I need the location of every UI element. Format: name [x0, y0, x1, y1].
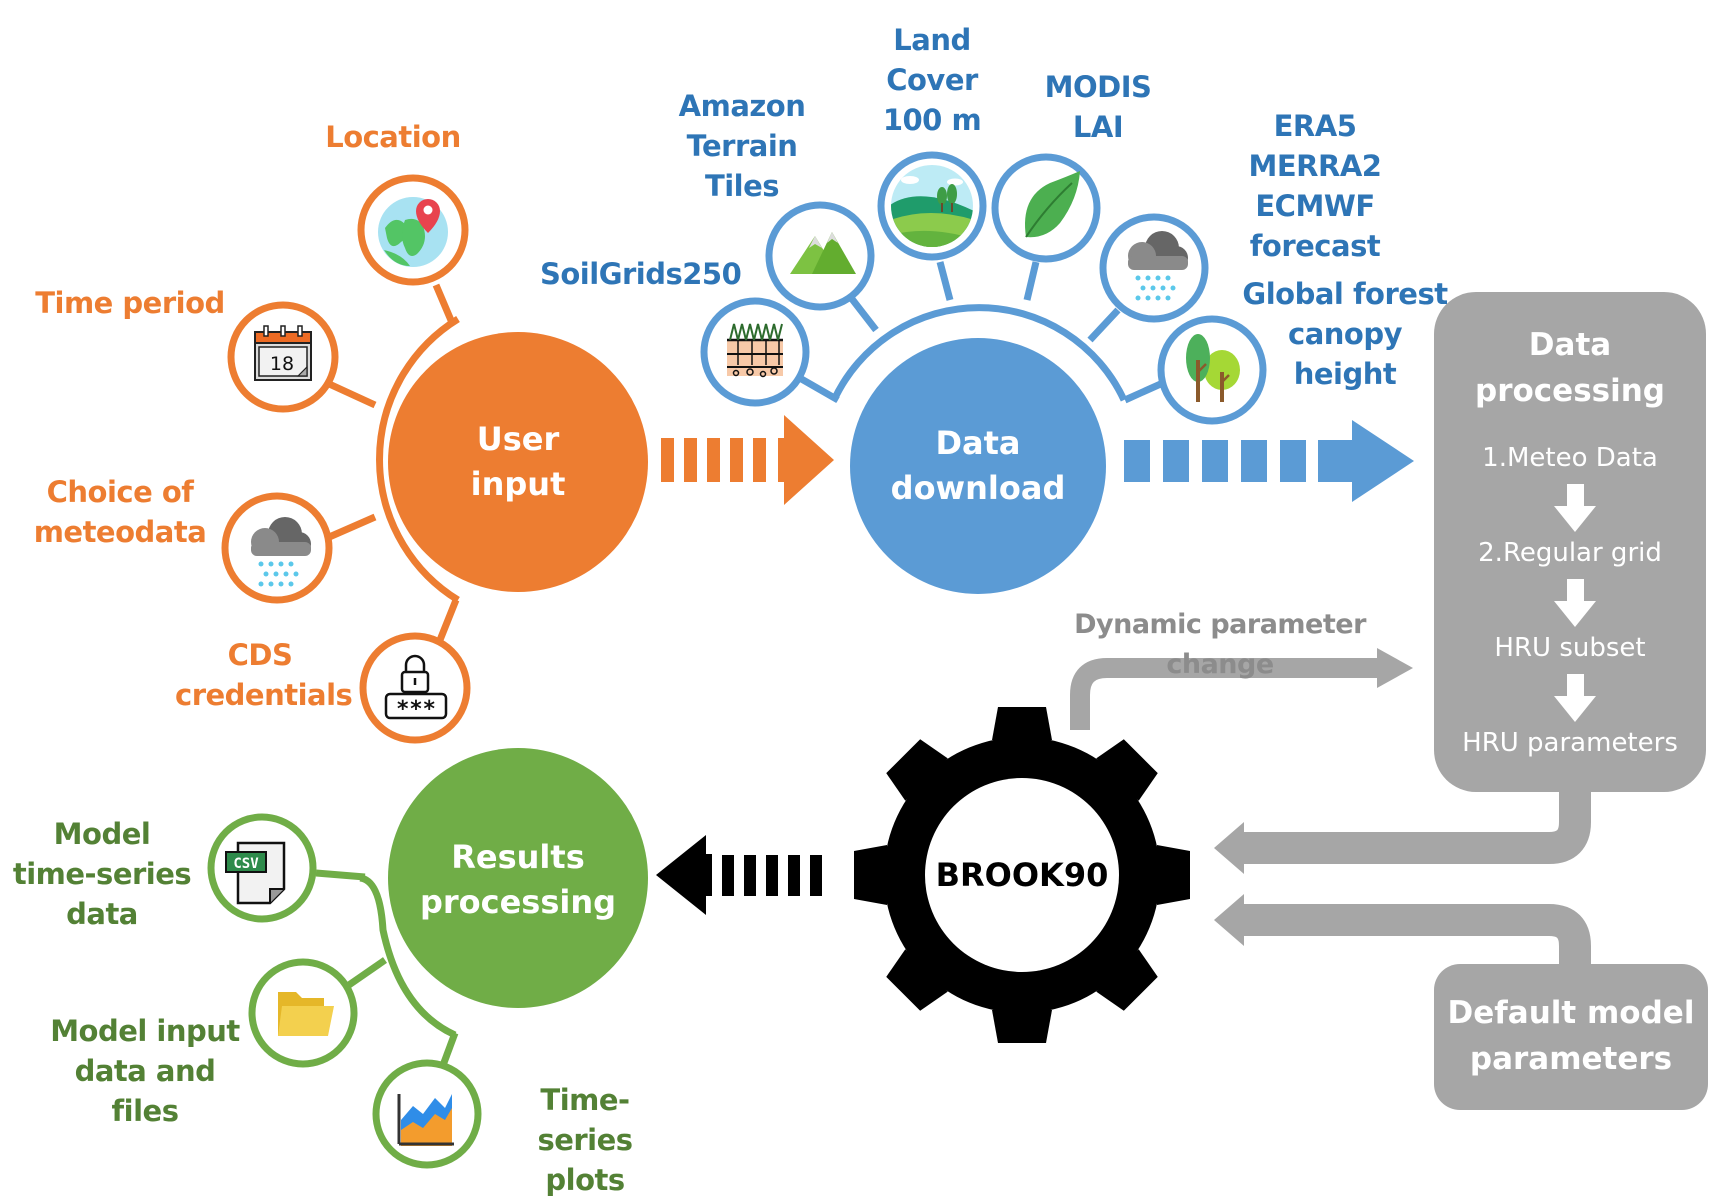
rain-cloud-icon: [1128, 231, 1188, 301]
connector-landcover: [936, 261, 954, 301]
calendar-icon: 18: [254, 325, 312, 381]
model-to-results-arrow: [656, 835, 822, 915]
connector-modis: [1023, 261, 1040, 301]
processing-step-3: HRU subset: [1494, 633, 1646, 663]
trees-icon: [1186, 334, 1240, 402]
rain-cloud-icon: [251, 517, 311, 587]
data-download-group: [700, 151, 1267, 594]
calendar-day-text: 18: [270, 353, 294, 375]
password-lock-icon: ***: [384, 654, 448, 722]
credentials-label: CDS credentials: [175, 638, 353, 712]
processing-step-4: HRU parameters: [1462, 728, 1678, 758]
dynamic-change-label: Dynamic parameter change: [1074, 609, 1366, 680]
dynamic-change-arrowhead: [1377, 648, 1413, 688]
soil-profile-icon: [727, 323, 783, 378]
connector-soilgrids: [796, 373, 840, 404]
password-mask-text: ***: [396, 697, 436, 722]
download-to-processing-arrow: [1124, 420, 1414, 502]
connector-terrain: [849, 296, 879, 333]
folder-label: Model input data and files: [50, 1014, 240, 1128]
default-params-label: Default model parameters: [1447, 995, 1695, 1077]
results-group: CSV: [207, 748, 648, 1169]
default-to-model-connector: [1240, 904, 1591, 966]
meteodata-label: Choice of meteodata: [33, 475, 207, 549]
processing-to-model-connector: [1240, 790, 1591, 864]
canopy-label: Global forest canopy height: [1242, 277, 1448, 391]
mountain-icon: [790, 232, 856, 274]
connector-location: [432, 283, 457, 327]
dynamic-change-connector: [1070, 658, 1380, 730]
data-download-hub: [850, 338, 1106, 594]
gear-icon: [854, 707, 1190, 1043]
modis-label: MODIS LAI: [1044, 70, 1152, 144]
default-to-model-arrowhead: [1214, 894, 1244, 946]
time-period-label: Time period: [35, 286, 225, 320]
location-label: Location: [325, 120, 461, 154]
results-hub: [388, 748, 648, 1008]
soilgrids-label: SoilGrids250: [540, 257, 742, 291]
landcover-label: Land Cover 100 m: [882, 23, 982, 137]
connector-plots: [438, 1031, 459, 1070]
data-processing-box: [1434, 292, 1706, 792]
results-hub-label: Results processing: [419, 838, 617, 921]
plots-label: Time-series plots: [537, 1083, 633, 1197]
connector-credentials: [436, 598, 460, 642]
processing-step-1: 1.Meteo Data: [1482, 443, 1658, 473]
results-arc: [359, 874, 457, 1039]
connector-era5: [1087, 307, 1121, 343]
data-processing-title: Data processing: [1475, 327, 1665, 409]
era5-label: ERA5 MERRA2 ECMWF forecast: [1248, 109, 1382, 263]
leaf-icon: [1025, 171, 1080, 238]
processing-step-2: 2.Regular grid: [1478, 538, 1662, 568]
connector-csv: [315, 869, 366, 881]
processing-to-model-arrowhead: [1214, 822, 1244, 874]
user-input-arc: [376, 316, 460, 603]
model-label: BROOK90: [936, 856, 1109, 894]
data-download-hub-label: Data download: [890, 424, 1066, 507]
user-input-hub-label: User input: [470, 420, 566, 503]
folder-icon: [278, 992, 334, 1036]
connector-meteodata: [325, 513, 377, 542]
default-params-box: [1434, 964, 1708, 1110]
user-to-download-arrow: [661, 415, 834, 505]
connector-canopy: [1123, 378, 1167, 404]
globe-pin-icon: [378, 197, 448, 267]
processing-step-arrows: [1554, 484, 1596, 722]
connector-folder: [344, 957, 387, 990]
csv-label: Model time-series data: [12, 817, 192, 931]
connector-time-period: [325, 379, 377, 409]
user-input-hub: [388, 332, 648, 592]
csv-badge-text: CSV: [233, 856, 259, 872]
area-chart-icon: [397, 1094, 454, 1146]
csv-file-icon: CSV: [225, 841, 286, 905]
data-download-arc: [830, 304, 1128, 402]
terrain-label: Amazon Terrain Tiles: [678, 89, 806, 203]
user-input-group: 18 ***: [221, 174, 648, 744]
